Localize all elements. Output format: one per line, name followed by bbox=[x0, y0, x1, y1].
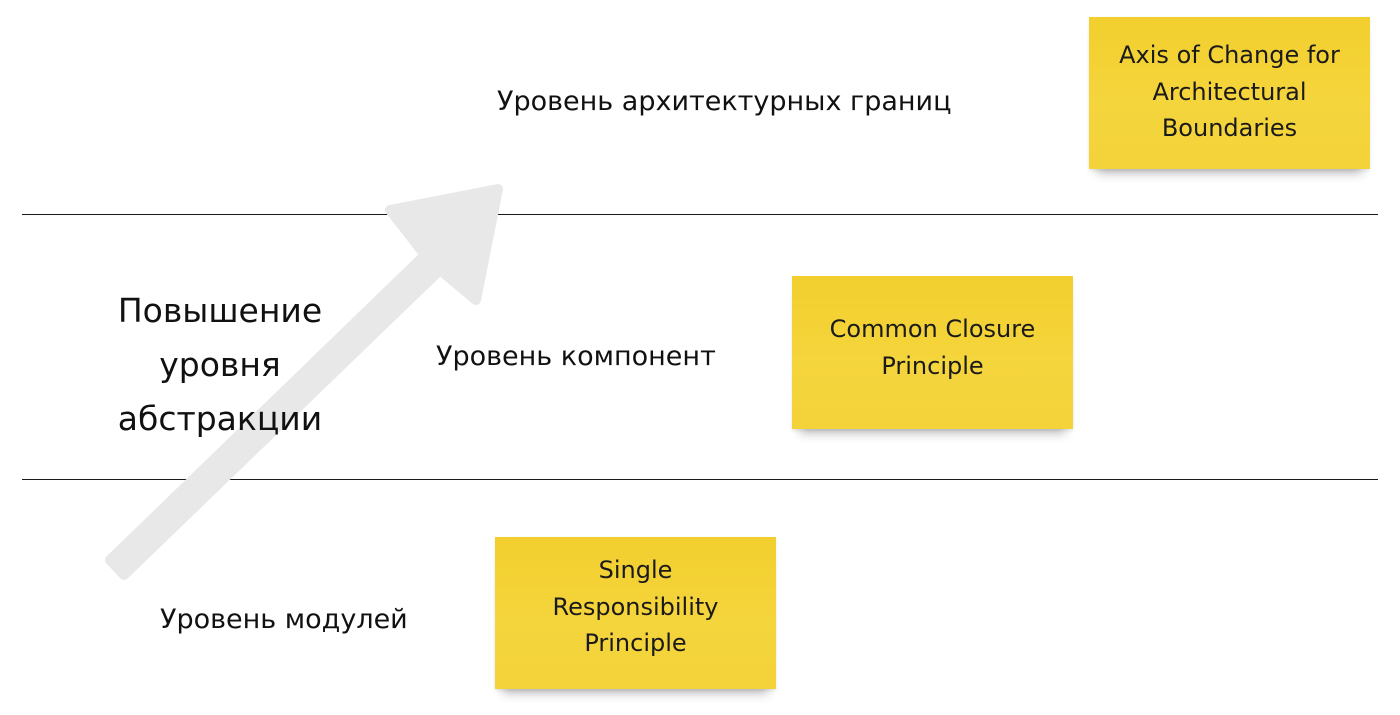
abstraction-line: уровня bbox=[159, 345, 281, 384]
note-line: Responsibility bbox=[552, 592, 719, 621]
note-line: Boundaries bbox=[1161, 114, 1298, 142]
level-label-modules: Уровень модулей bbox=[160, 604, 408, 635]
abstraction-line: Повышение bbox=[117, 291, 323, 330]
divider-bottom bbox=[22, 479, 1378, 480]
note-line: Principle bbox=[881, 351, 984, 380]
note-line: Axis of Change for bbox=[1119, 41, 1340, 69]
sticky-note-modules: Single Responsibility Principle bbox=[495, 537, 776, 689]
level-label-components: Уровень компонент bbox=[436, 341, 716, 372]
note-line: Architectural bbox=[1152, 77, 1307, 106]
note-line: Principle bbox=[584, 629, 687, 657]
abstraction-line: абстракции bbox=[117, 399, 323, 438]
sticky-note-architecture: Axis of Change for Architectural Boundar… bbox=[1089, 17, 1370, 169]
divider-top bbox=[22, 214, 1378, 215]
note-line: Single bbox=[598, 556, 673, 584]
abstraction-caption: Повышение уровня абстракции bbox=[90, 284, 350, 446]
note-line: Common Closure bbox=[829, 315, 1036, 343]
sticky-note-components: Common Closure Principle bbox=[792, 276, 1073, 429]
level-label-architecture: Уровень архитектурных границ bbox=[497, 86, 952, 117]
